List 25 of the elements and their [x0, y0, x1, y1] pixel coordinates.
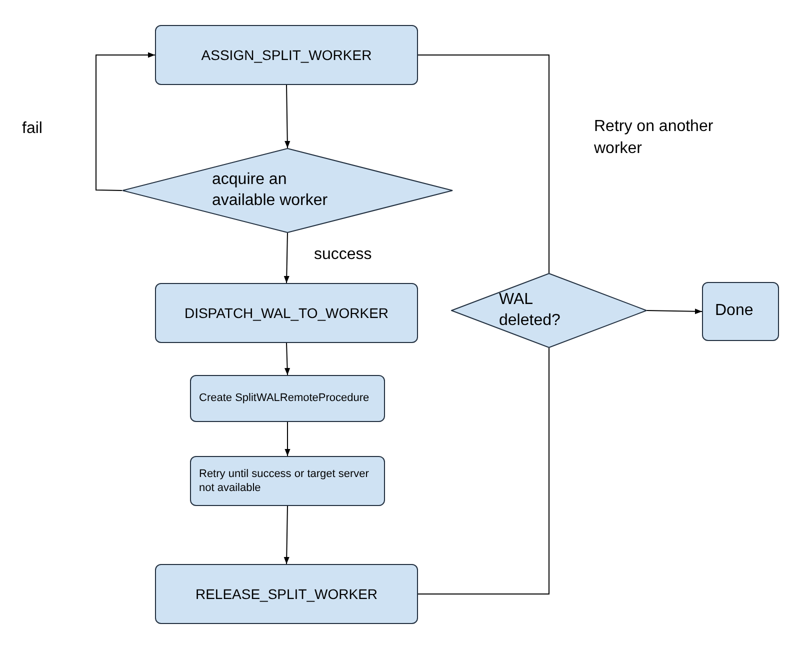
node-label: ASSIGN_SPLIT_WORKER — [201, 46, 372, 64]
arrow — [96, 52, 156, 191]
process-box — [190, 375, 385, 422]
process-box — [702, 282, 779, 341]
node-label: DISPATCH_WAL_TO_WORKER — [184, 304, 389, 322]
arrow — [284, 232, 290, 284]
node-label: RELEASE_SPLIT_WORKER — [195, 584, 378, 604]
connector-line — [418, 348, 550, 594]
process-box — [190, 456, 385, 506]
decision-diamond — [451, 273, 647, 348]
process-box — [155, 25, 418, 85]
process-box — [155, 564, 418, 624]
decision-diamond — [122, 148, 453, 233]
node-label: Retry until success or target server not available — [199, 466, 370, 496]
node-label: Done — [715, 301, 754, 322]
node-label: WAL deleted? — [499, 290, 562, 330]
arrow — [284, 422, 290, 456]
arrow — [284, 506, 290, 564]
arrow — [284, 342, 290, 376]
node-label: acquire an available worker — [212, 170, 329, 210]
arrow — [646, 308, 702, 314]
connector-line — [418, 54, 550, 274]
arrow — [284, 84, 290, 148]
process-box — [155, 283, 418, 343]
node-label: Create SplitWALRemoteProcedure — [199, 391, 370, 406]
